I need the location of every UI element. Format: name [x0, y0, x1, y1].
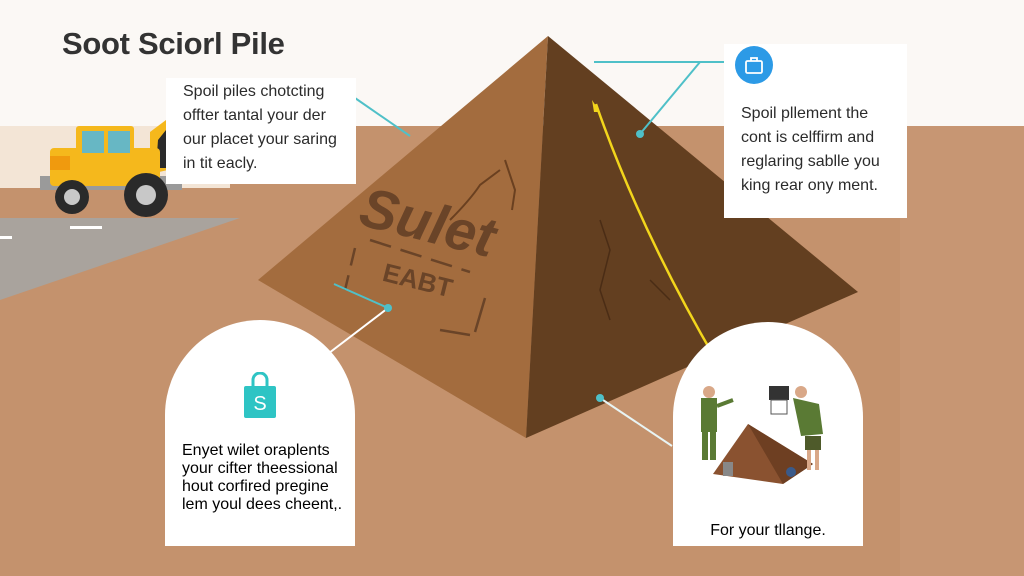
callout-line: Spoil piles chotcting	[183, 83, 325, 100]
workers-illustration	[701, 386, 823, 484]
callout-line: hout corfired pregine	[182, 478, 329, 495]
callout-line: offter tantal your der	[183, 107, 326, 124]
callout-line: in tit eacly.	[183, 155, 258, 172]
callout-line: our placet your saring	[183, 131, 337, 148]
callout-text: Enyet wilet oraplents your cifter theess…	[182, 442, 342, 514]
callout-top-right: Spoil pllement the cont is celffirm and …	[724, 44, 907, 218]
callout-caption: For your tllange.	[710, 522, 826, 539]
road	[0, 218, 240, 300]
callout-line: reglaring sablle you	[741, 153, 880, 170]
callout-text: Spoil pllement the cont is celffirm and …	[741, 102, 880, 198]
callout-text: Spoil piles chotcting offter tantal your…	[183, 78, 356, 176]
callout-line: Spoil pllement the	[741, 105, 869, 122]
page-title: Soot Sciorl Pile	[62, 26, 285, 61]
spoil-pile-pyramid: Sulet EABT	[258, 36, 858, 438]
callout-line: king rear ony ment.	[741, 177, 878, 194]
callout-line: your cifter theessional	[182, 460, 338, 477]
briefcase-icon	[735, 46, 773, 84]
pyramid-light-face	[258, 36, 548, 438]
callout-line: lem youl dees cheent,.	[182, 496, 343, 513]
callout-line: cont is celffirm and	[741, 129, 875, 146]
callout-bottom-left: S Enyet wilet oraplents your cifter thee…	[165, 320, 355, 546]
shopping-bag-icon: S	[243, 371, 277, 425]
svg-text:S: S	[253, 393, 266, 415]
truck-illustration	[40, 120, 182, 217]
callout-line: Enyet wilet oraplents	[182, 442, 330, 459]
callout-top-left: Spoil piles chotcting offter tantal your…	[166, 78, 356, 184]
callout-bottom-right: For your tllange.	[673, 322, 863, 546]
